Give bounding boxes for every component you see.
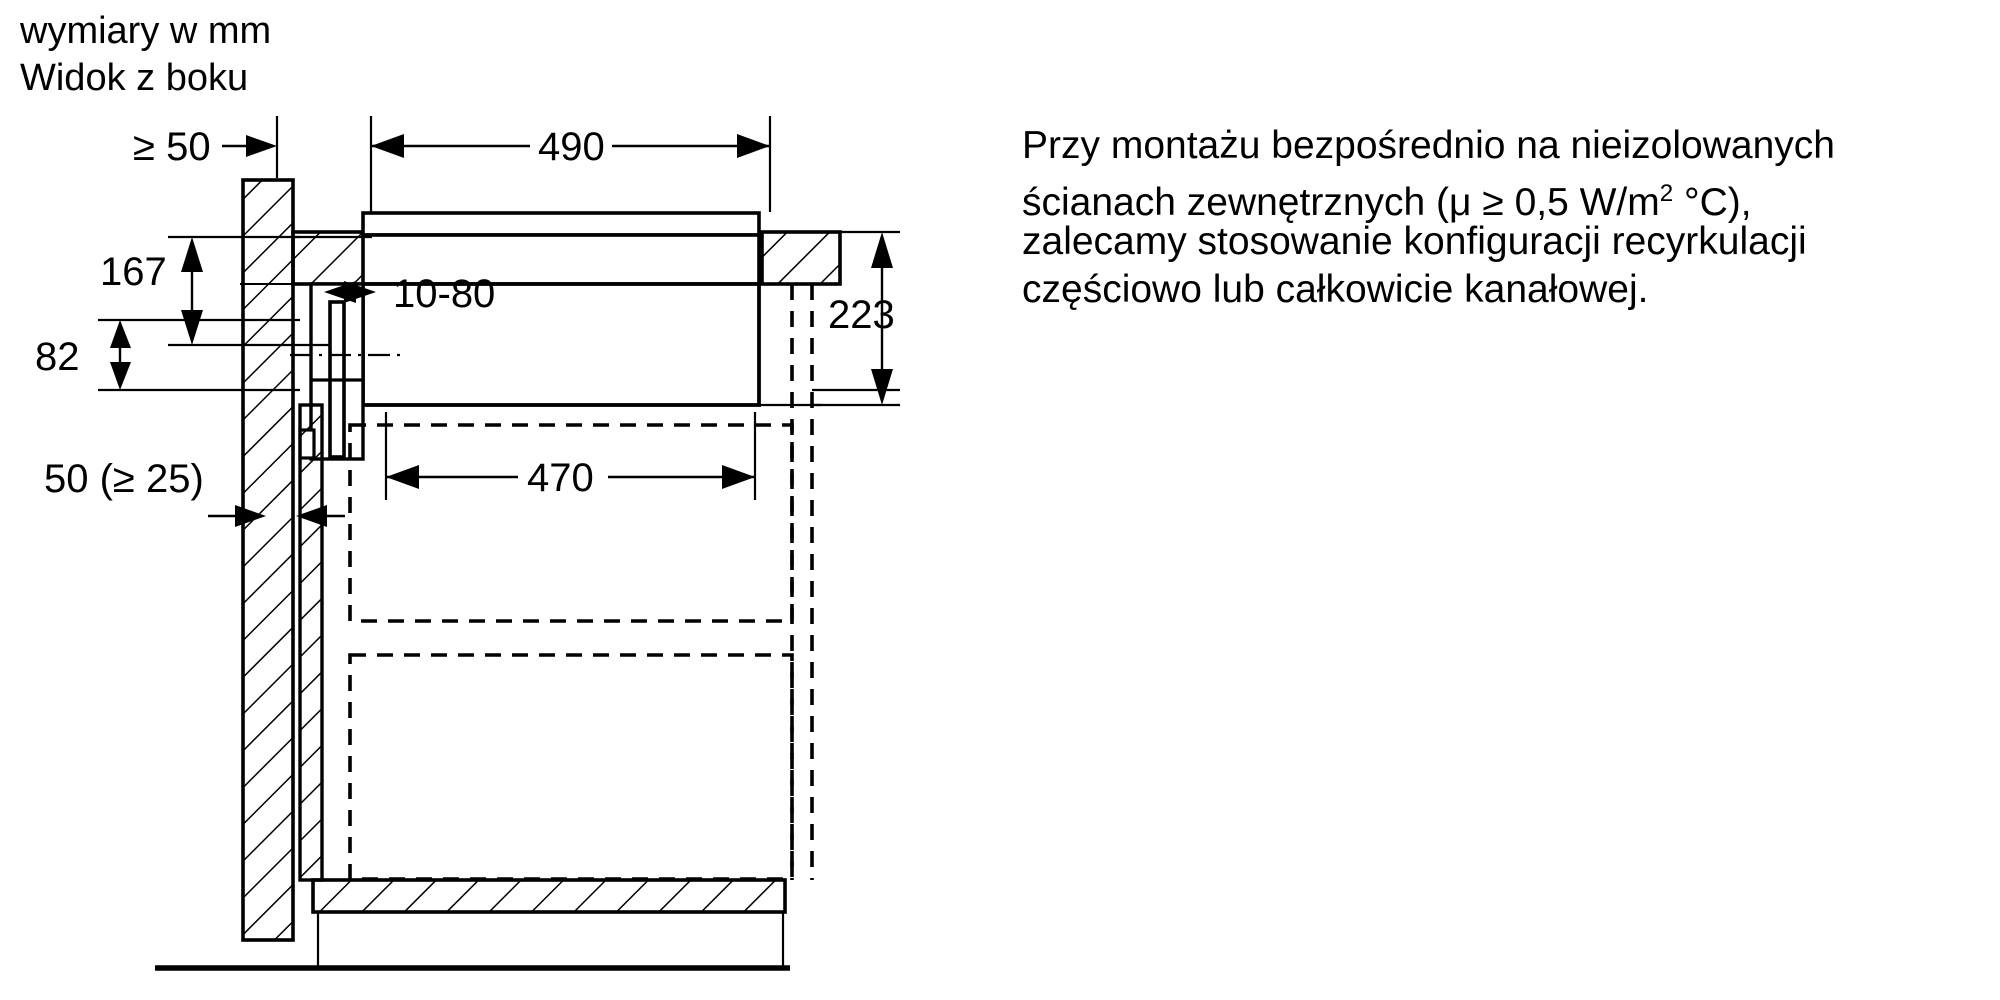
dimension-slot-range: 10-80 — [324, 272, 495, 316]
wall-section — [241, 178, 295, 942]
worktop-right-section — [760, 230, 842, 286]
dimension-floor-clearance: 50 (≥ 25) — [44, 457, 345, 527]
dimension-cabinet-width: 470 — [384, 412, 757, 500]
page-title-line-1: wymiary w mm — [20, 10, 272, 52]
hob-flange — [361, 233, 761, 286]
cabinet-plinth — [316, 912, 785, 968]
note-superscript-2: 2 — [1659, 180, 1674, 207]
cabinet-envelope-outline — [790, 284, 814, 880]
hob-glass-plate — [361, 211, 761, 237]
dimension-label-167: 167 — [100, 250, 167, 294]
cabinet-side-panel — [298, 403, 324, 882]
reference-lines — [240, 230, 900, 407]
dimension-height-167: 167 — [100, 235, 330, 347]
note-line-1: Przy montażu bezpośrednio na nieizolowan… — [1022, 124, 1835, 167]
dimension-label-82: 82 — [35, 335, 80, 379]
note-line-2: ścianach zewnętrznych (μ ≥ 0,5 W/m2 °C), — [1022, 170, 1752, 227]
note-line-3: zalecamy stosowanie konfiguracji recyrku… — [1022, 220, 1807, 263]
dimension-wall-clearance-top: ≥ 50 — [133, 116, 279, 178]
dimension-hob-width: 490 — [369, 116, 772, 212]
dimension-label-floor-clearance: 50 (≥ 25) — [44, 457, 204, 501]
page-title-line-2: Widok z boku — [20, 57, 249, 99]
worktop-left-section — [291, 230, 375, 286]
lower-drawer-outline — [348, 653, 794, 881]
note-line-4: częściowo lub całkowicie kanałowej. — [1022, 268, 1649, 311]
dimension-label-hob-width: 490 — [538, 125, 605, 169]
dimension-depth-223: 223 — [812, 230, 900, 407]
dimension-label-slot-range: 10-80 — [393, 272, 495, 316]
note-line-2-main: ścianach zewnętrznych (μ ≥ 0,5 W/m — [1022, 181, 1660, 224]
dimension-label-wall-clearance: ≥ 50 — [133, 125, 211, 169]
dimension-height-82: 82 — [35, 318, 300, 392]
dimension-label-223: 223 — [828, 293, 895, 337]
note-line-2-tail: °C), — [1673, 181, 1752, 224]
dimension-label-470: 470 — [527, 456, 594, 500]
upper-drawer-outline — [348, 423, 794, 623]
cabinet-base-shelf — [311, 878, 787, 914]
